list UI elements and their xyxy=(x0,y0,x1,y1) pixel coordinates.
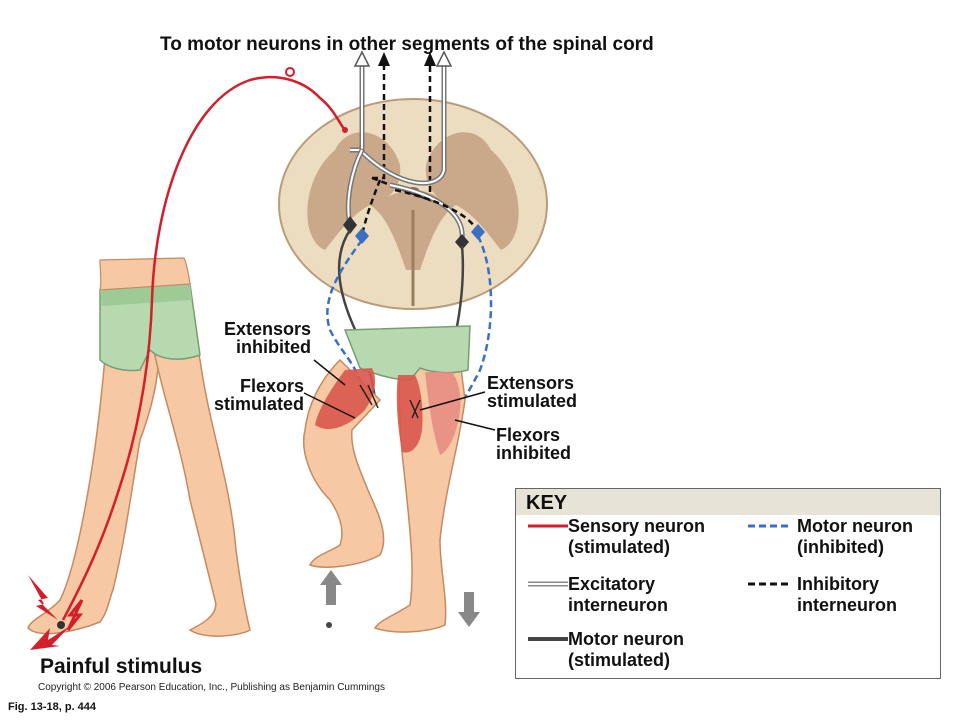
key-title: KEY xyxy=(526,492,568,514)
key-item-inhibitory: Inhibitory interneuron xyxy=(797,574,897,615)
sensory-neuron-path xyxy=(61,67,348,621)
label-line: Extensors xyxy=(487,373,575,393)
label-line: Flexors xyxy=(496,425,561,445)
key-line1: Excitatory xyxy=(568,574,656,594)
direction-arrows xyxy=(320,570,480,628)
copyright-text: Copyright © 2006 Pearson Education, Inc.… xyxy=(38,682,385,693)
key-line1: Inhibitory xyxy=(797,574,879,594)
motor-neuron-bodies xyxy=(343,216,485,250)
label-line: stimulated xyxy=(213,394,304,414)
label-painful-stimulus: Painful stimulus xyxy=(40,655,203,678)
key-item-excitatory: Excitatory interneuron xyxy=(568,574,668,615)
key-line2: interneuron xyxy=(568,594,669,615)
key-line1: Motor neuron xyxy=(797,516,913,536)
label-leaders xyxy=(303,359,496,431)
key-line2: (stimulated) xyxy=(568,536,671,557)
label-flexors-inhibited: Flexors inhibited xyxy=(496,426,571,462)
key-line2: interneuron xyxy=(797,594,898,615)
label-extensors-stimulated: Extensors stimulated xyxy=(487,374,577,410)
label-line: inhibited xyxy=(496,443,571,463)
label-line: inhibited xyxy=(236,337,311,357)
key-swatches xyxy=(528,524,788,641)
spinal-cord xyxy=(278,98,548,310)
label-extensors-inhibited: Extensors inhibited xyxy=(207,320,311,356)
right-leg xyxy=(303,325,471,633)
label-line: Extensors xyxy=(223,319,311,339)
key-header: KEY xyxy=(516,489,940,515)
label-flexors-stimulated: Flexors stimulated xyxy=(196,377,304,413)
pain-symbol xyxy=(28,575,84,650)
key-item-sensory: Sensory neuron (stimulated) xyxy=(568,516,705,557)
label-line: Flexors xyxy=(239,376,304,396)
key-item-motor-stimulated: Motor neuron (stimulated) xyxy=(568,629,684,670)
key-line1: Sensory neuron xyxy=(568,516,706,536)
key-line1: Motor neuron xyxy=(568,629,684,649)
figure-reference: Fig. 13-18, p. 444 xyxy=(8,701,97,713)
key-legend: KEY Sensory neuron (stimulated) Motor ne… xyxy=(515,488,941,679)
key-line2: (stimulated) xyxy=(568,649,671,670)
left-leg xyxy=(27,257,251,637)
key-item-motor-inhibited: Motor neuron (inhibited) xyxy=(797,516,913,557)
label-line: stimulated xyxy=(487,391,578,411)
key-line2: (inhibited) xyxy=(797,536,884,557)
diagram-title: To motor neurons in other segments of th… xyxy=(160,34,654,55)
